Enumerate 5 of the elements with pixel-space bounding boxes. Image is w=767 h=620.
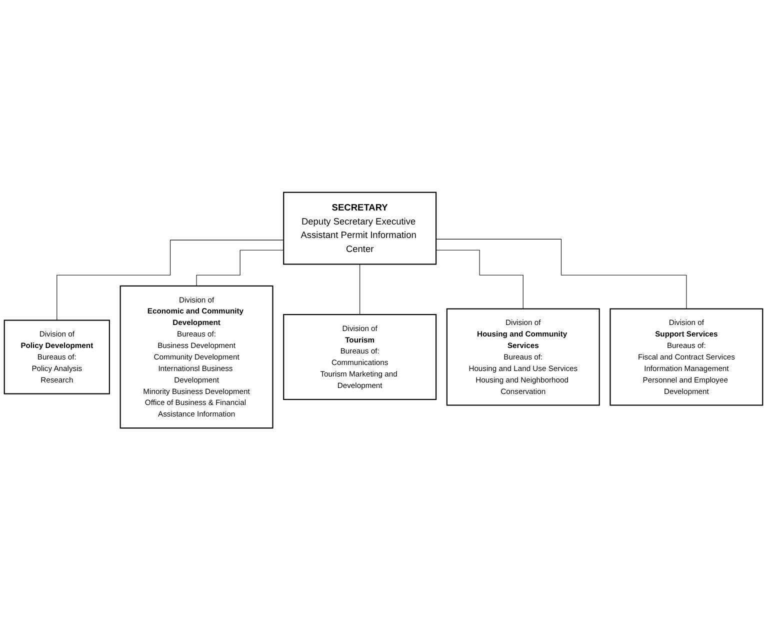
connector [196,250,284,286]
connector [436,250,524,309]
connector [56,240,284,320]
node-box: SECRETARY Deputy Secretary Executive Assistant Permit Information Center [283,192,437,265]
connector [436,238,687,309]
